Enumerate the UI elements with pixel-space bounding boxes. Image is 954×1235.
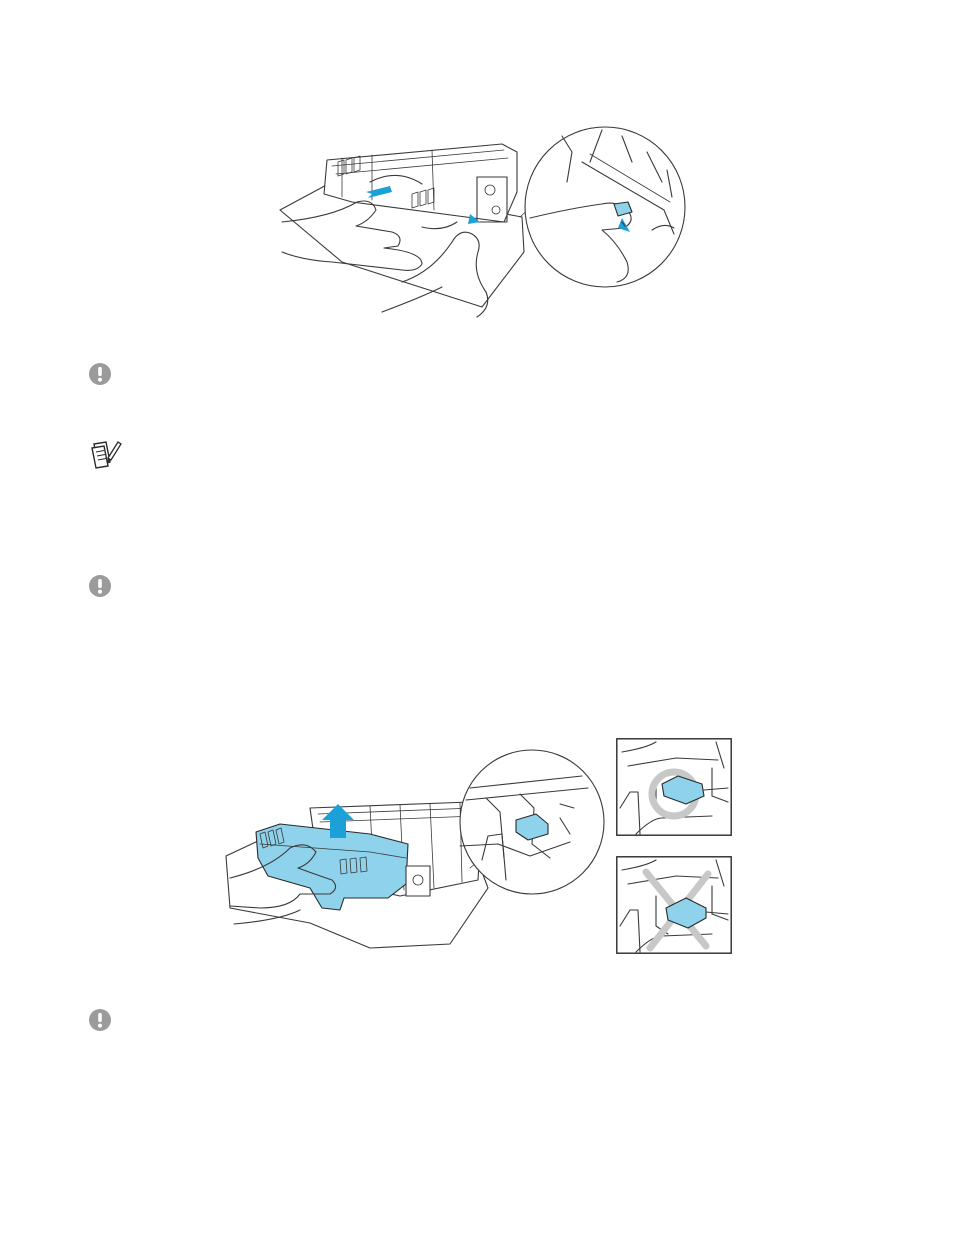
remove-toner-cartridge-illustration — [220, 748, 610, 954]
exclamation-icon — [88, 362, 112, 386]
lever-correct-position-inset — [616, 738, 732, 836]
memo-pencil-icon — [88, 438, 122, 470]
exclamation-icon — [88, 574, 112, 598]
lever-incorrect-position-inset — [616, 856, 732, 954]
release-drum-lock-illustration — [272, 122, 692, 322]
exclamation-icon — [88, 1008, 112, 1032]
